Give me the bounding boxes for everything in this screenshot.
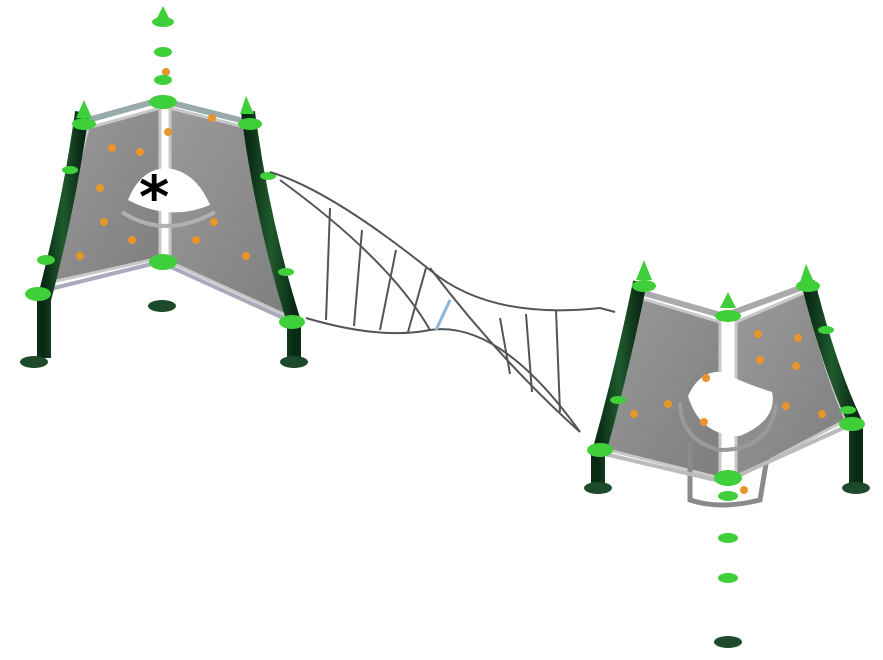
rope-bridge-top [269, 171, 616, 313]
rope-bridge-bottom [305, 317, 581, 433]
right-tower-climbing-holds [630, 330, 826, 494]
left-tower [20, 6, 308, 368]
left-tower-post-left [37, 111, 89, 358]
rope-bridge [269, 171, 616, 433]
asterisk-marker: * [139, 163, 170, 231]
right-tower [584, 260, 870, 648]
left-tower-post-right [241, 111, 301, 358]
right-tower-handle [678, 401, 778, 453]
left-tower-panel-right [168, 106, 295, 321]
